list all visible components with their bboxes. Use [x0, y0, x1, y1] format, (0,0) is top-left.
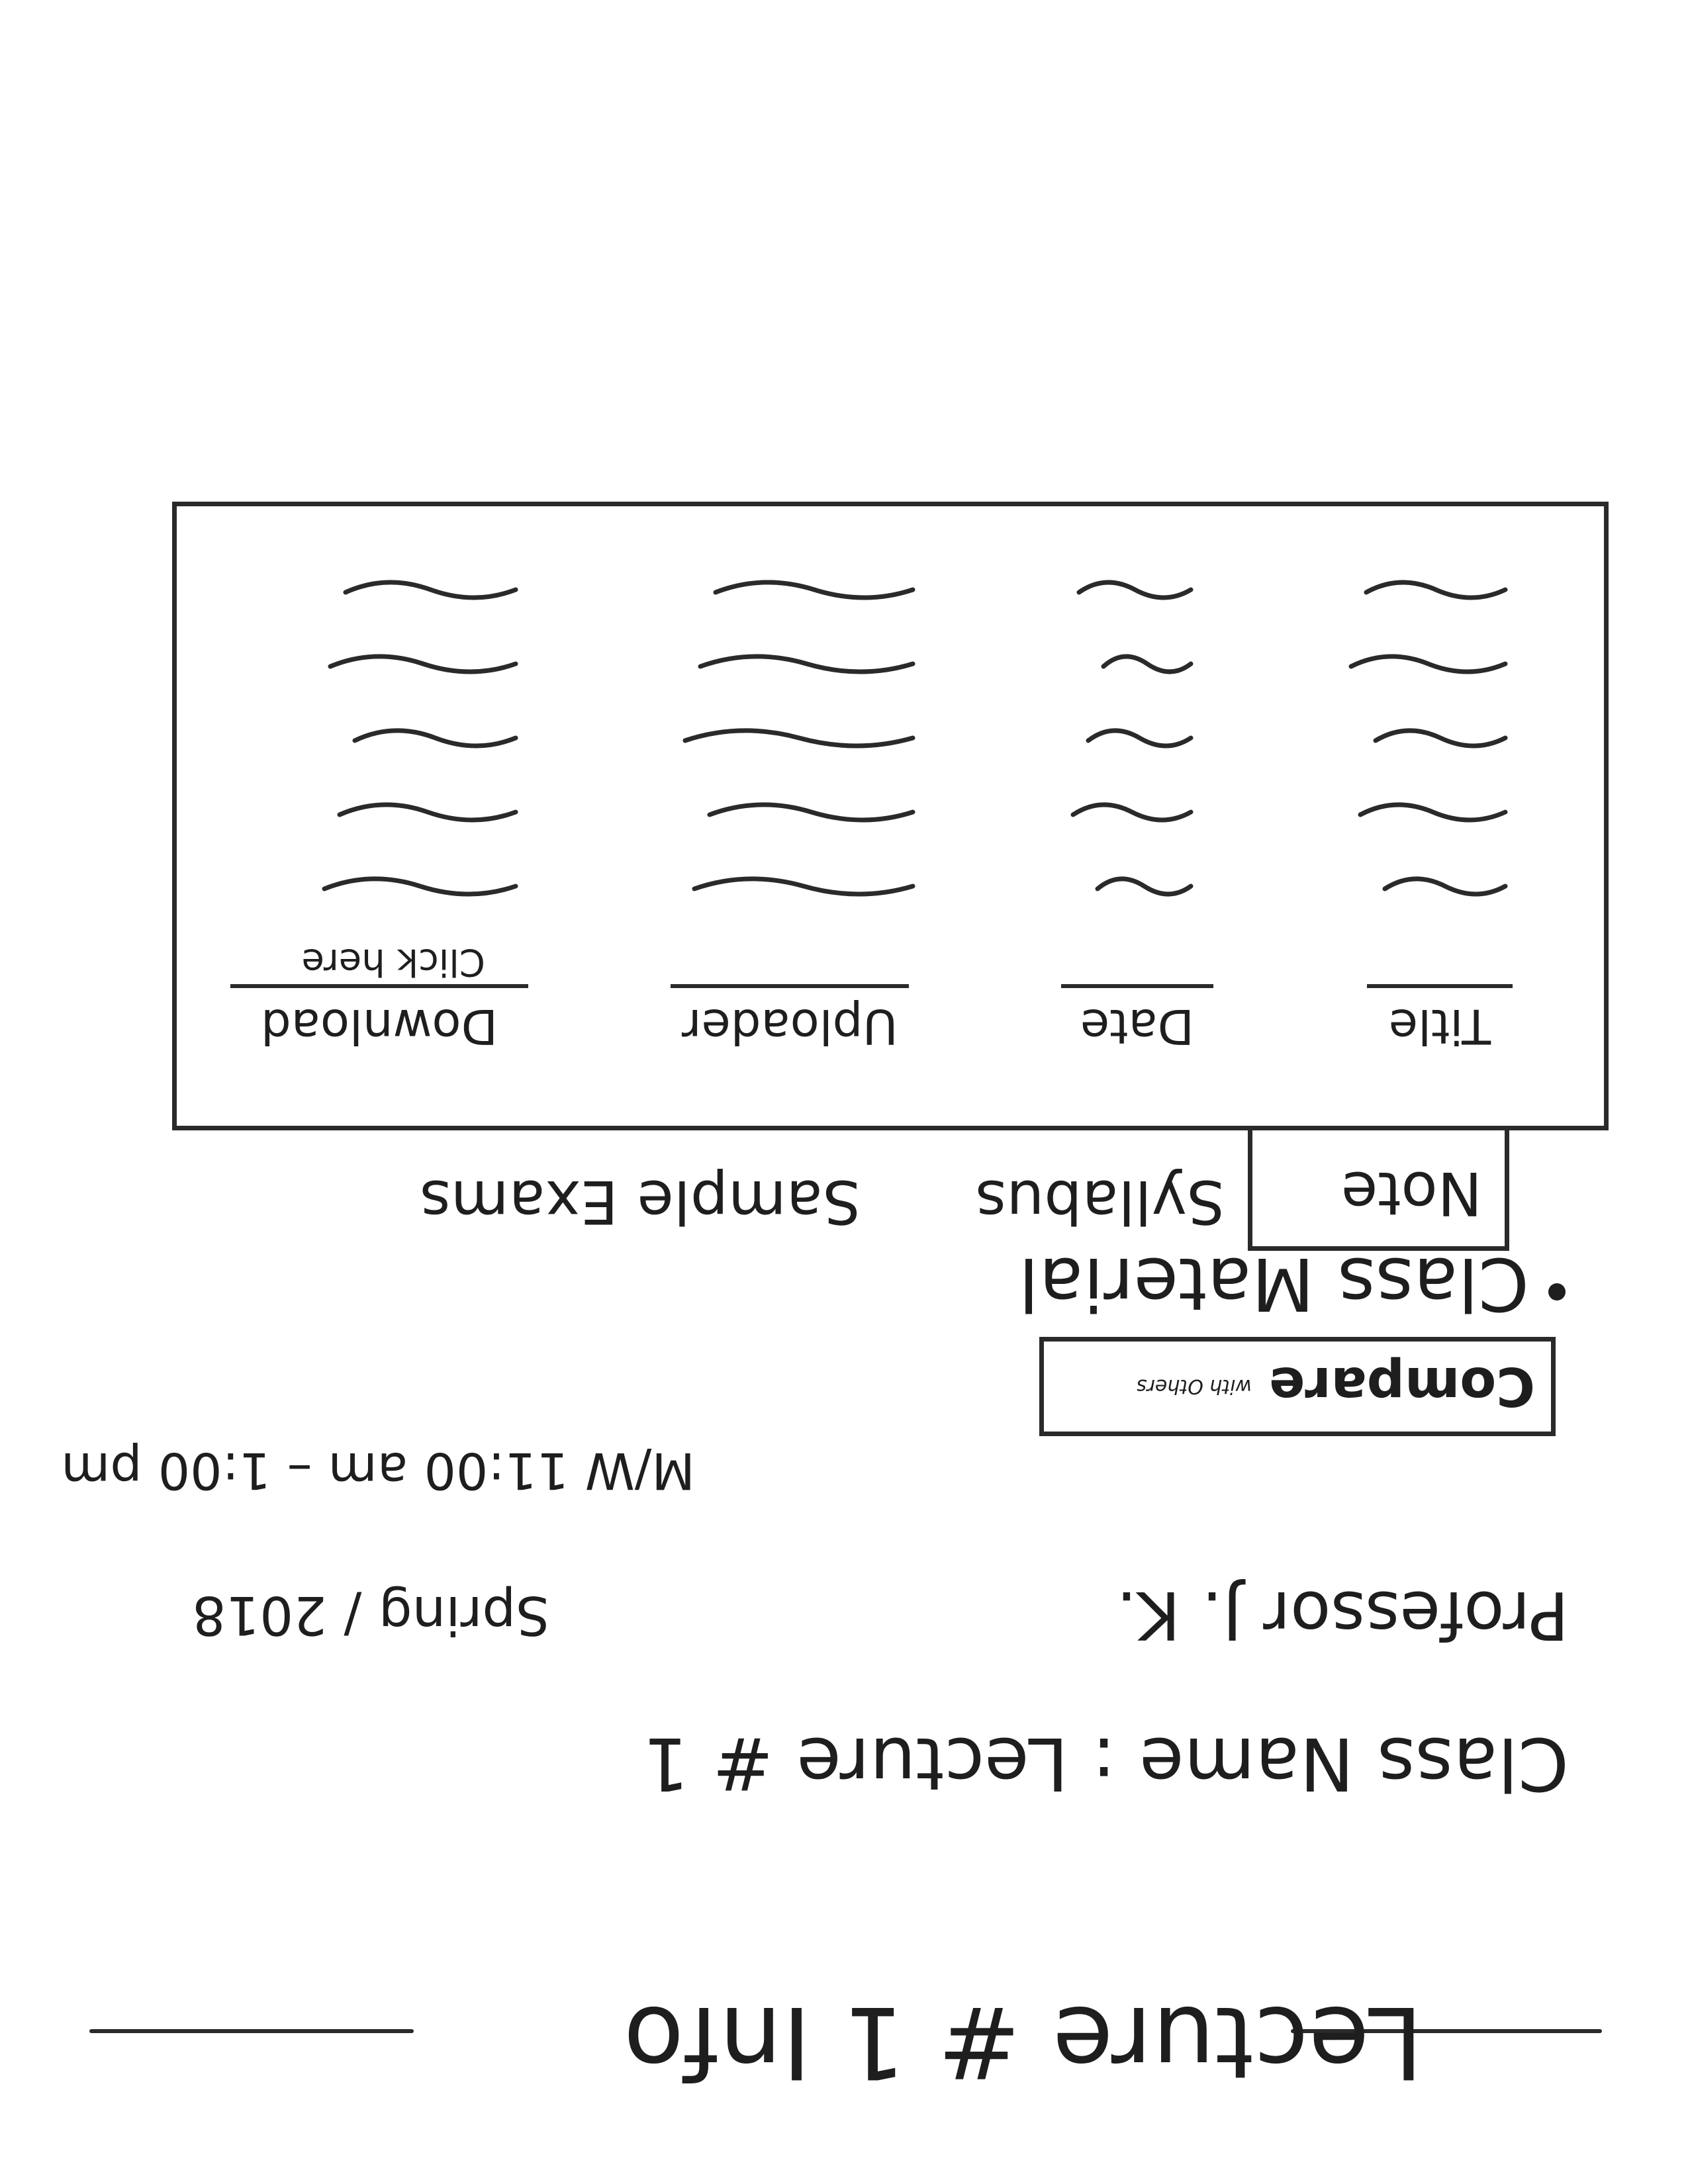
placeholder-title-row-3	[1373, 728, 1508, 749]
term-label: Spring / 2018	[192, 1584, 549, 1646]
placeholder-download-row-5[interactable]	[343, 571, 518, 611]
placeholder-date-row-5	[1076, 580, 1194, 600]
placeholder-title-row-5	[1364, 580, 1508, 600]
placeholder-date-row-2	[1070, 802, 1194, 823]
column-header-download[interactable]: Download	[230, 984, 528, 1054]
placeholder-date-row-3	[1086, 728, 1194, 749]
placeholder-uploader-row-2	[707, 802, 915, 823]
placeholder-download-row-2[interactable]	[337, 794, 518, 833]
column-header-uploader[interactable]: Uploader	[671, 984, 909, 1054]
placeholder-download-row-3[interactable]	[352, 719, 518, 759]
column-header-date[interactable]: Date	[1061, 984, 1213, 1054]
bullet-dot	[1548, 1283, 1566, 1300]
materials-table: Title Date Uploader Download Click here	[172, 502, 1609, 1130]
download-hint[interactable]: Click here	[301, 940, 485, 983]
professor-name: Professor J. K.	[1115, 1576, 1569, 1654]
placeholder-date-row-4	[1101, 654, 1194, 674]
compare-button-sublabel: with Others	[1137, 1375, 1252, 1398]
placeholder-download-row-1[interactable]	[322, 868, 518, 907]
placeholder-uploader-row-1	[692, 876, 915, 897]
placeholder-uploader-row-3	[682, 728, 915, 749]
class-name: Class Name : Lecture # 1	[643, 1721, 1569, 1806]
tab-note-label: Note	[1340, 1158, 1482, 1228]
section-heading: Class Material	[1018, 1242, 1529, 1326]
placeholder-uploader-row-5	[713, 580, 915, 600]
placeholder-title-row-1	[1382, 876, 1508, 897]
compare-button[interactable]: Compare with Others	[1039, 1337, 1556, 1436]
tab-sample-exams[interactable]: Sample Exams	[420, 1167, 861, 1236]
column-header-title[interactable]: Title	[1367, 984, 1513, 1054]
placeholder-date-row-1	[1095, 876, 1194, 897]
placeholder-title-row-4	[1348, 654, 1508, 674]
page-title: Lecture # 1 Info	[623, 1984, 1423, 2099]
title-rule-right	[89, 2029, 414, 2033]
class-schedule: M/W 11:00 am – 1:00 pm	[61, 1441, 695, 1500]
placeholder-uploader-row-4	[698, 654, 915, 674]
placeholder-download-row-4[interactable]	[328, 645, 518, 685]
placeholder-title-row-2	[1358, 802, 1508, 823]
compare-button-label: Compare	[1269, 1355, 1535, 1418]
tab-note[interactable]: Note	[1248, 1128, 1509, 1251]
tab-syllabus[interactable]: Syllabus	[975, 1167, 1225, 1236]
